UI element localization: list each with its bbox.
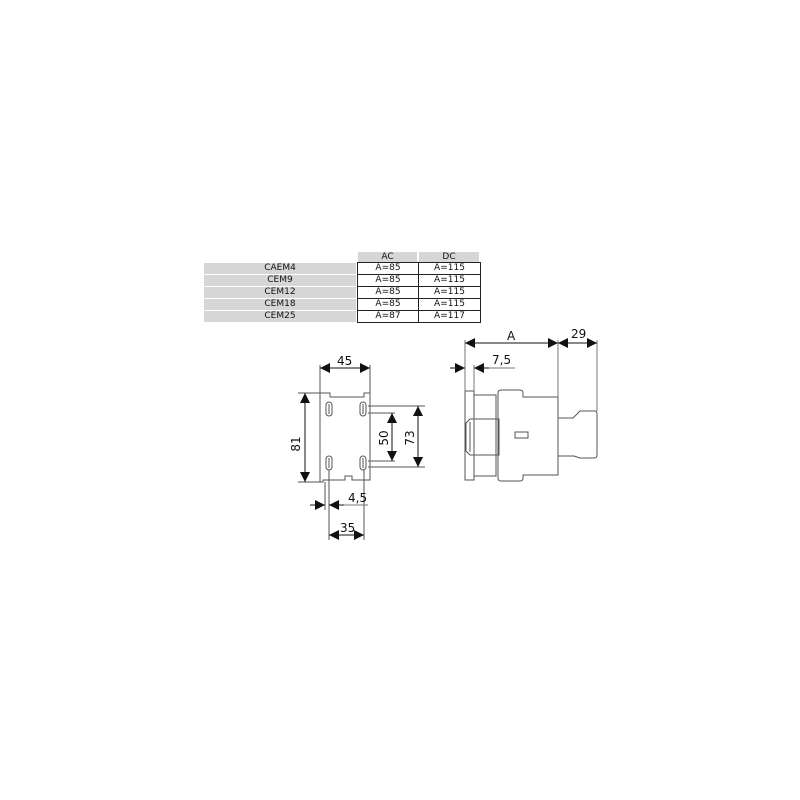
dim-label-29: 29	[571, 327, 586, 341]
front-view	[298, 365, 425, 540]
row-dc-value: A=115	[418, 298, 481, 311]
dim-label-4-5: 4,5	[348, 491, 367, 505]
row-dc-value: A=117	[418, 310, 481, 323]
mounting-slot	[359, 455, 367, 471]
mounting-slot	[325, 401, 333, 417]
dim-label-81: 81	[289, 436, 303, 451]
row-model-label: CEM18	[204, 299, 356, 310]
column-header-ac: AC	[358, 252, 417, 262]
indicator-window	[514, 431, 529, 439]
side-dimensions	[450, 338, 597, 373]
row-model-label: CEM12	[204, 287, 356, 298]
row-model-label: CEM25	[204, 311, 356, 322]
row-model-label: CAEM4	[204, 263, 356, 274]
side-view	[464, 340, 598, 482]
row-model-label: CEM9	[204, 275, 356, 286]
front-body-outline	[319, 392, 371, 483]
dim-label-7-5: 7,5	[492, 353, 511, 367]
dim-label-73: 73	[403, 430, 417, 445]
dim-label-50: 50	[377, 430, 391, 445]
main-body	[497, 389, 559, 482]
dim-label-A: A	[507, 329, 516, 343]
front-dimensions	[300, 363, 423, 540]
column-header-dc: DC	[419, 252, 479, 262]
dim-label-35: 35	[340, 521, 355, 535]
front-extension	[558, 410, 598, 459]
mounting-slot	[359, 401, 367, 417]
dim-label-45: 45	[337, 354, 352, 368]
rail-clip	[465, 418, 500, 456]
